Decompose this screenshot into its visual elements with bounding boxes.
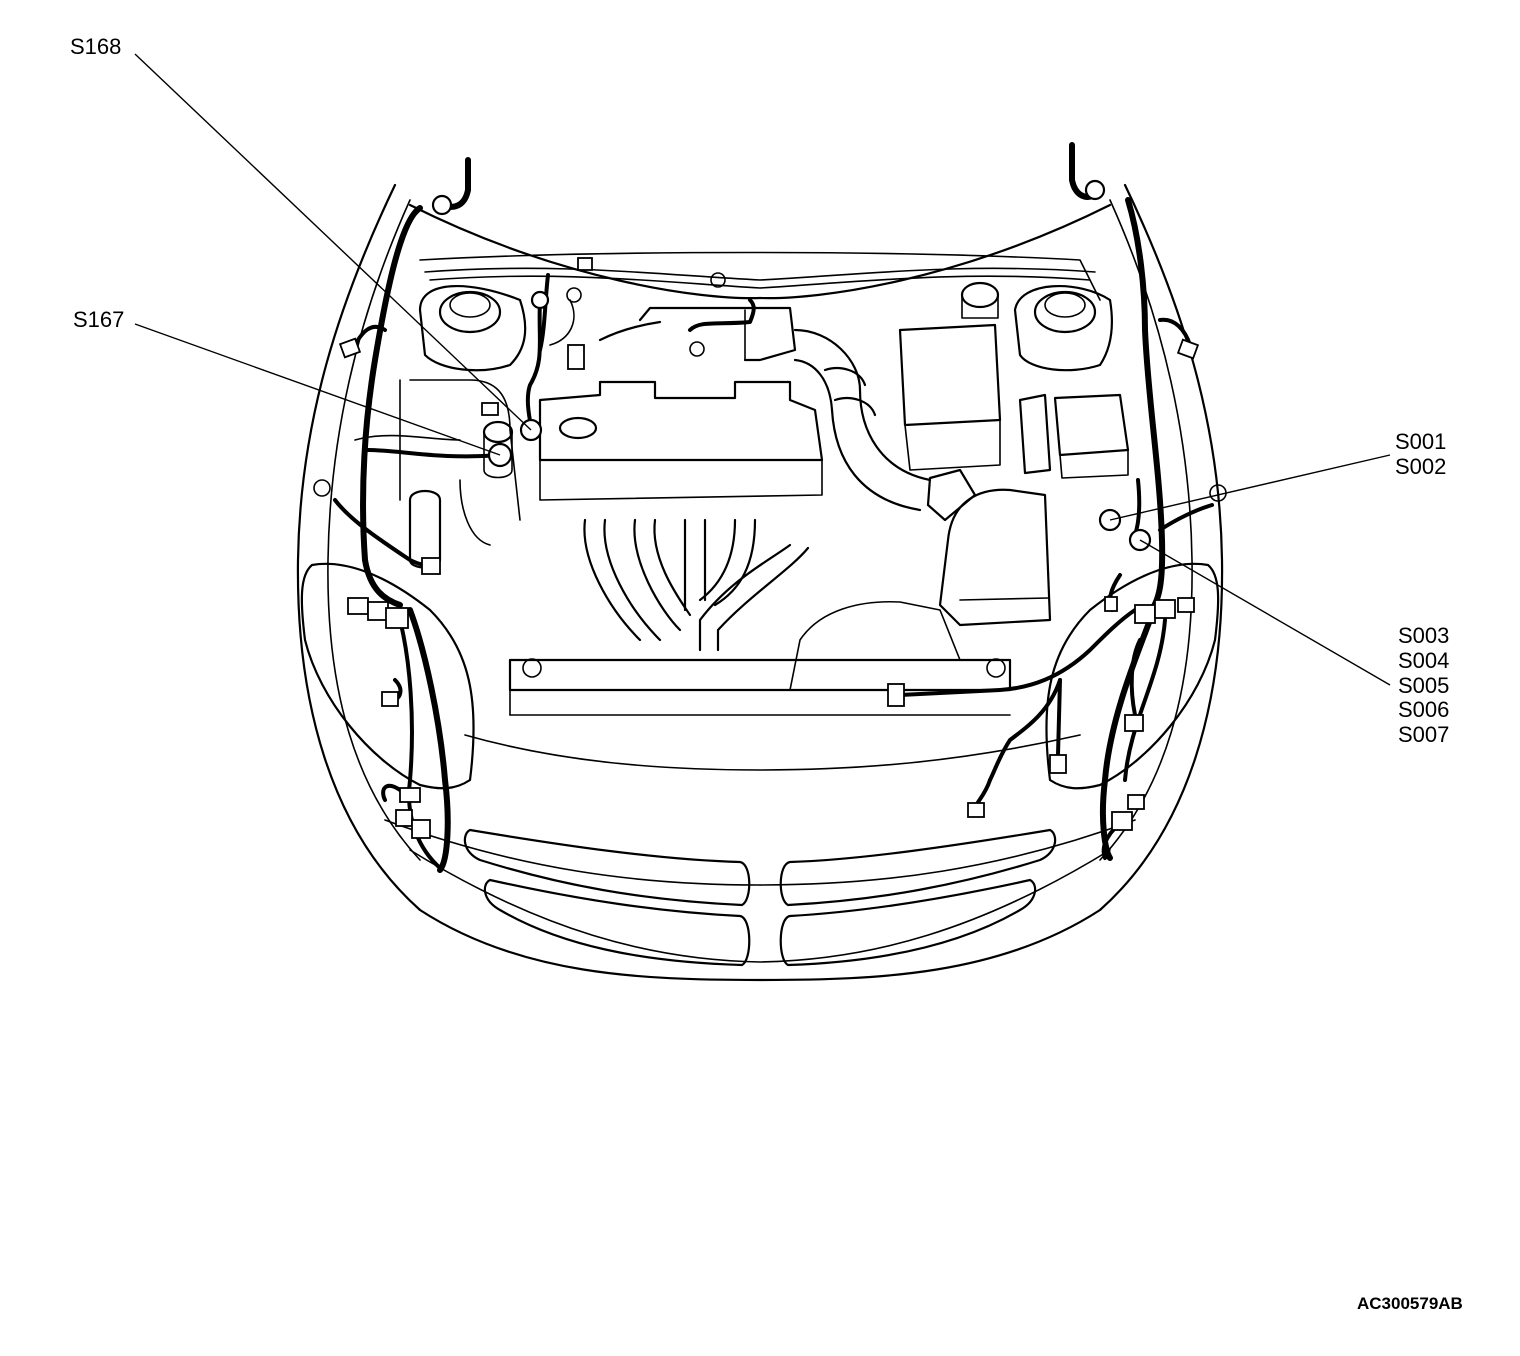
- left-reservoirs: [399, 379, 521, 569]
- front-grille: [463, 828, 1057, 967]
- callout-s007: S007: [1398, 722, 1449, 747]
- engine: [538, 306, 824, 652]
- battery: [898, 281, 1002, 471]
- left-wiring-harness: [333, 157, 756, 873]
- right-strut-tower: [1013, 285, 1114, 372]
- leader-lines: [134, 53, 1391, 686]
- left-headlamp: [300, 562, 475, 790]
- callout-s001: S001: [1395, 429, 1446, 454]
- ground-eyelets: [313, 272, 1227, 502]
- fuse-relay-box: [1018, 393, 1130, 479]
- callout-s005: S005: [1398, 673, 1449, 698]
- callout-s004: S004: [1398, 648, 1449, 673]
- vehicle-body-outline: [296, 183, 1224, 982]
- front-crossover-harness: [898, 608, 1137, 810]
- callout-s003: S003: [1398, 623, 1449, 648]
- right-wiring-harness: [1069, 142, 1214, 861]
- left-strut-tower: [418, 285, 527, 372]
- callout-s168: S168: [70, 34, 121, 59]
- callout-s006: S006: [1398, 697, 1449, 722]
- figure-code: AC300579AB: [1357, 1294, 1463, 1313]
- connectors: [338, 257, 1200, 839]
- callout-s167: S167: [73, 307, 124, 332]
- callout-s002: S002: [1395, 454, 1446, 479]
- air-cleaner-box: [938, 488, 1052, 627]
- radiator-support: [508, 600, 1012, 716]
- fender-rails: [354, 251, 1101, 441]
